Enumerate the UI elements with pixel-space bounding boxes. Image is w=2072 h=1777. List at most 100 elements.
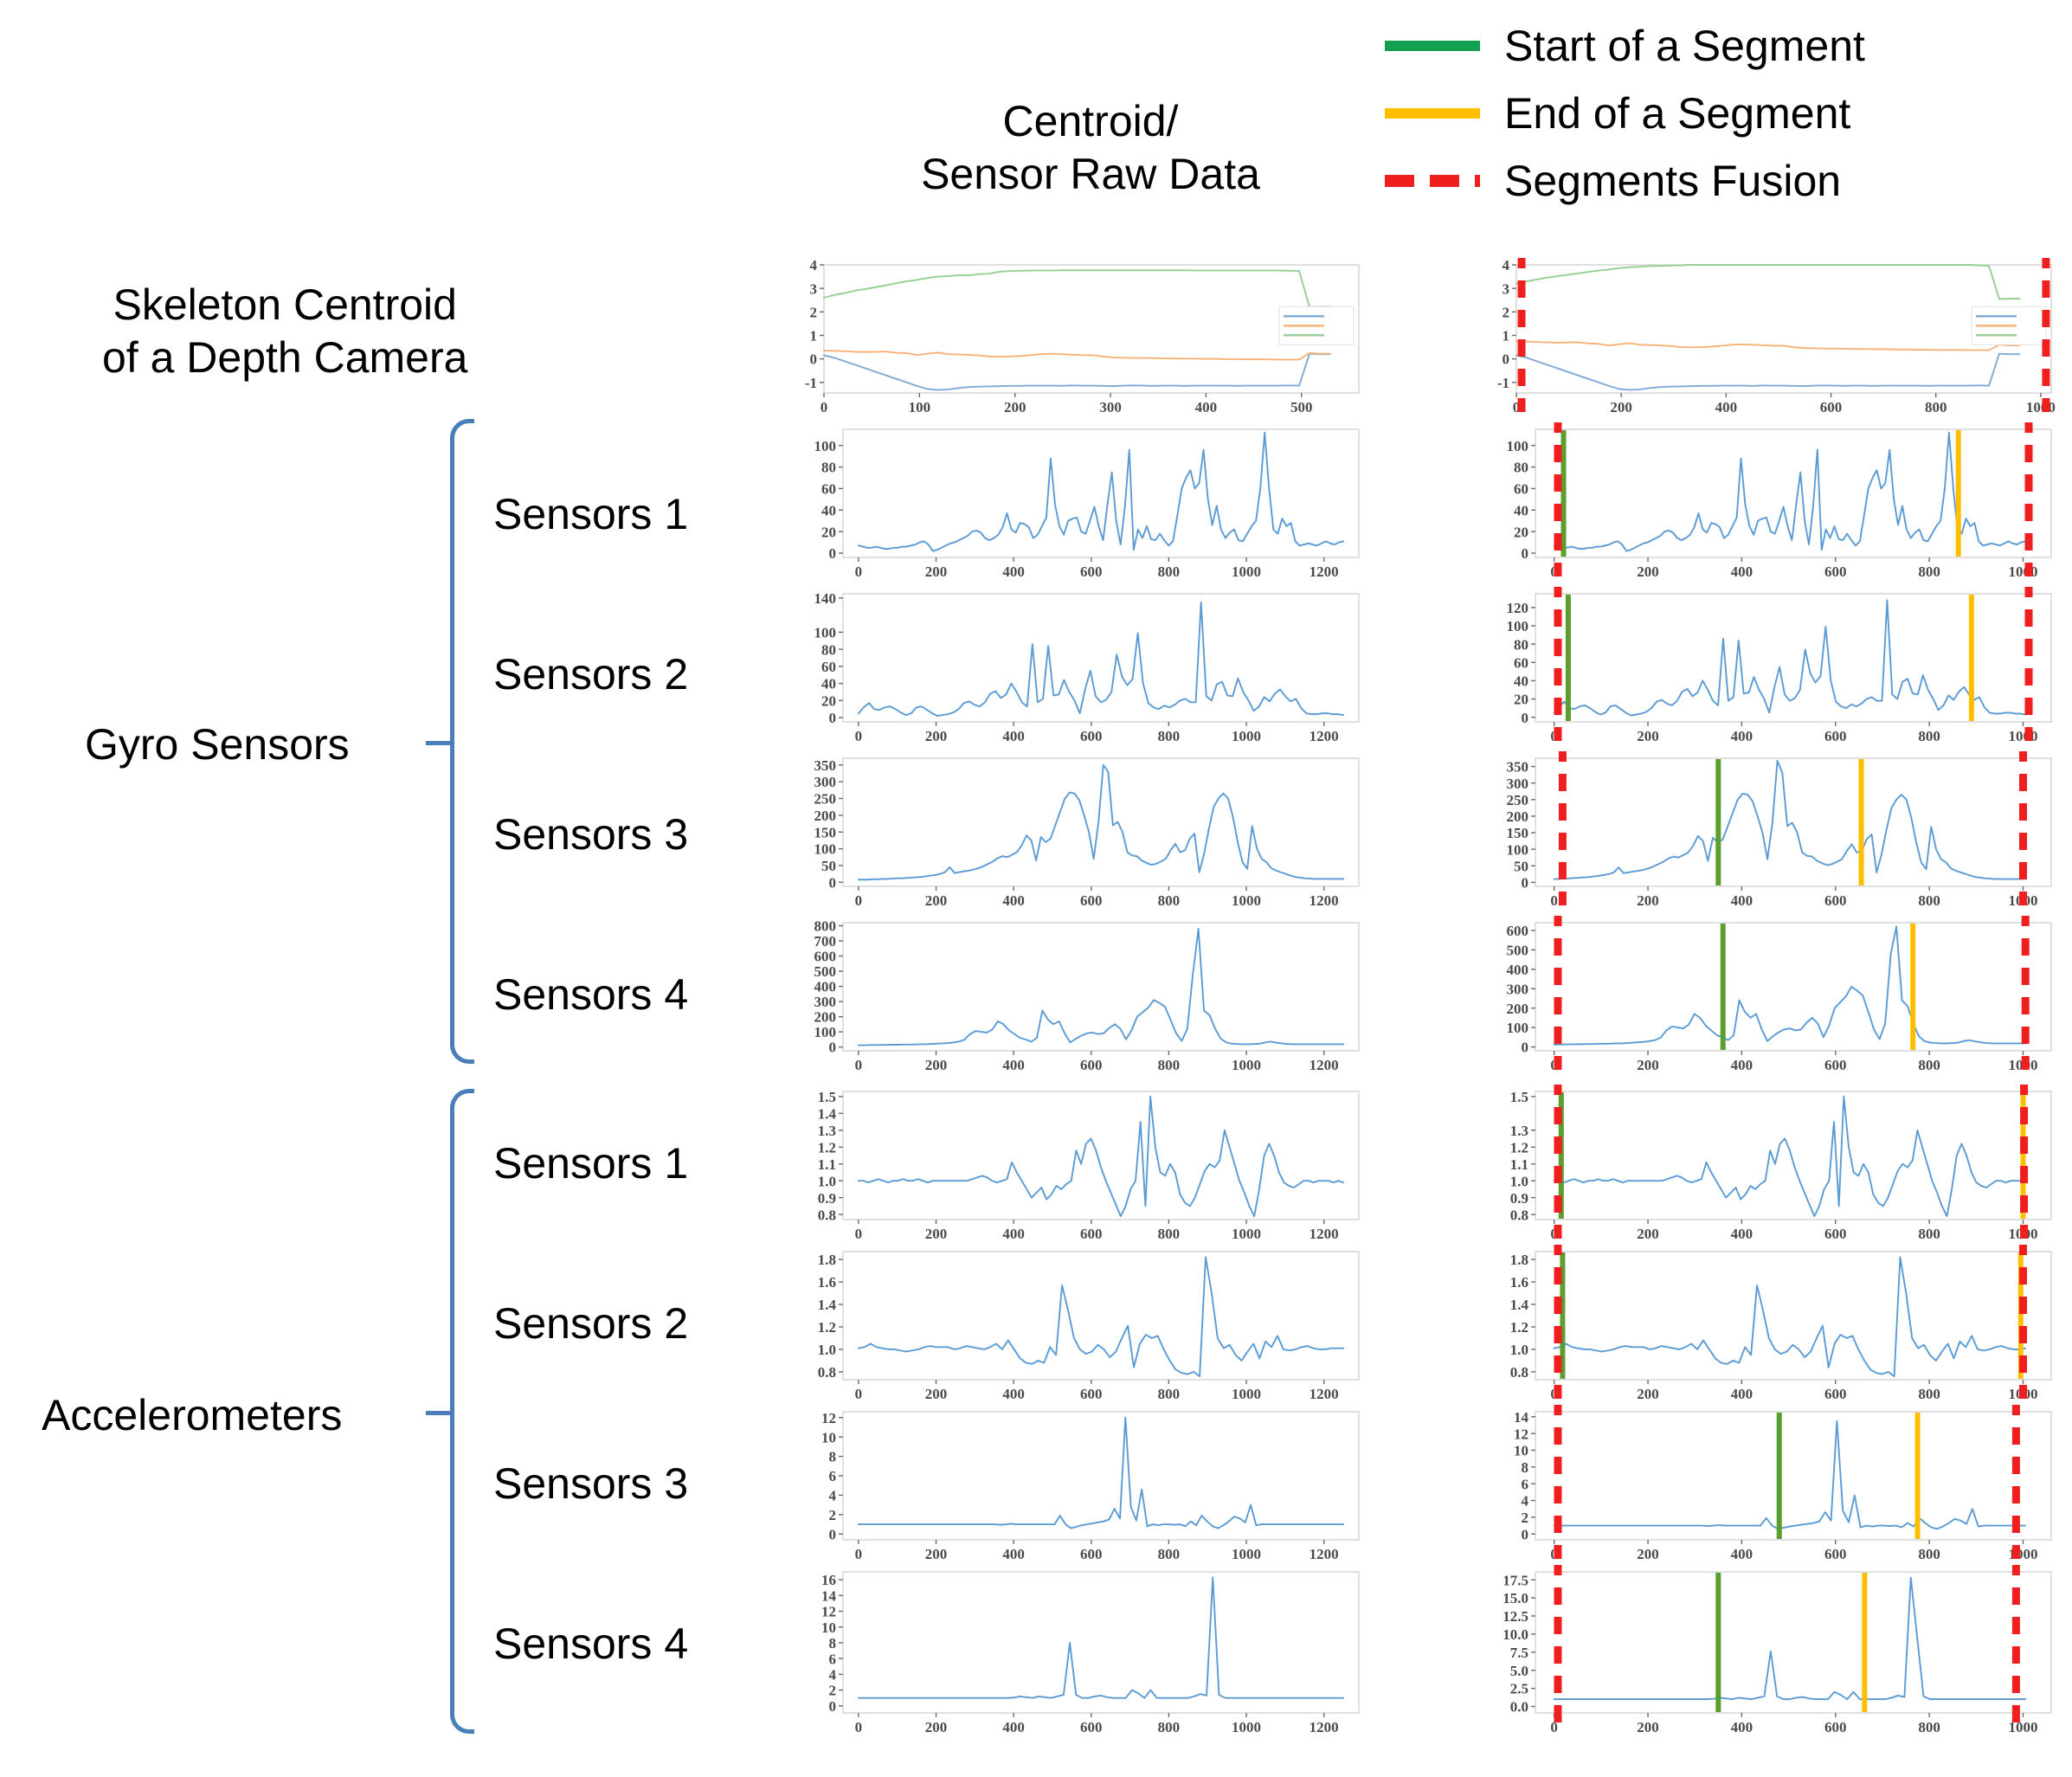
svg-text:250: 250 bbox=[1507, 792, 1529, 808]
svg-text:2: 2 bbox=[829, 1507, 837, 1523]
svg-text:300: 300 bbox=[1507, 776, 1529, 792]
svg-text:1000: 1000 bbox=[1232, 1546, 1261, 1562]
svg-text:350: 350 bbox=[1507, 759, 1529, 776]
svg-text:1.0: 1.0 bbox=[818, 1342, 836, 1358]
svg-text:0: 0 bbox=[855, 1719, 863, 1735]
svg-text:800: 800 bbox=[1918, 892, 1940, 909]
svg-text:20: 20 bbox=[1514, 524, 1528, 540]
svg-text:200: 200 bbox=[1637, 1546, 1659, 1562]
svg-text:1000: 1000 bbox=[1232, 1719, 1261, 1735]
svg-text:4: 4 bbox=[829, 1488, 837, 1504]
svg-text:10.0: 10.0 bbox=[1503, 1626, 1528, 1643]
svg-text:200: 200 bbox=[1507, 808, 1529, 825]
svg-text:0: 0 bbox=[829, 710, 837, 726]
svg-text:0.8: 0.8 bbox=[818, 1207, 836, 1223]
svg-text:14: 14 bbox=[1514, 1409, 1529, 1426]
svg-text:800: 800 bbox=[1158, 728, 1181, 744]
row-label-accel-sensors-3: Sensors 3 bbox=[493, 1459, 689, 1508]
svg-text:-1: -1 bbox=[805, 375, 817, 391]
svg-text:600: 600 bbox=[1824, 892, 1847, 909]
svg-text:600: 600 bbox=[1824, 1719, 1847, 1735]
svg-text:1.3: 1.3 bbox=[818, 1123, 836, 1139]
svg-text:600: 600 bbox=[1820, 399, 1843, 415]
svg-text:400: 400 bbox=[1731, 892, 1753, 909]
legend-label-fusion: Segments Fusion bbox=[1504, 157, 1842, 205]
svg-text:1.0: 1.0 bbox=[818, 1173, 836, 1189]
svg-text:1.2: 1.2 bbox=[1510, 1319, 1528, 1336]
svg-text:0: 0 bbox=[855, 1386, 863, 1402]
svg-text:100: 100 bbox=[1507, 1020, 1529, 1036]
svg-text:100: 100 bbox=[814, 438, 837, 454]
svg-text:0.8: 0.8 bbox=[1510, 1364, 1528, 1381]
svg-text:0: 0 bbox=[855, 728, 863, 744]
svg-text:80: 80 bbox=[821, 460, 836, 476]
svg-text:400: 400 bbox=[1731, 1226, 1753, 1242]
svg-text:400: 400 bbox=[1731, 1057, 1753, 1073]
svg-text:0: 0 bbox=[1550, 1719, 1558, 1735]
svg-text:1000: 1000 bbox=[1232, 1226, 1261, 1242]
plot-accel3-fusion: 0246810121402004006008001000 bbox=[1471, 1405, 2060, 1569]
svg-text:140: 140 bbox=[814, 590, 837, 607]
svg-text:100: 100 bbox=[1507, 841, 1529, 858]
svg-text:2: 2 bbox=[810, 304, 818, 320]
svg-text:200: 200 bbox=[925, 1226, 948, 1242]
svg-text:1.3: 1.3 bbox=[1510, 1123, 1528, 1139]
legend-label-end: End of a Segment bbox=[1504, 89, 1851, 138]
svg-text:0: 0 bbox=[1522, 1526, 1529, 1542]
svg-text:800: 800 bbox=[814, 918, 837, 935]
svg-text:1.2: 1.2 bbox=[1510, 1139, 1528, 1156]
green-line-icon bbox=[1385, 41, 1480, 51]
svg-text:40: 40 bbox=[821, 502, 836, 518]
svg-text:1000: 1000 bbox=[2008, 563, 2037, 580]
column-header-line1: Centroid/ bbox=[1002, 97, 1179, 145]
svg-text:100: 100 bbox=[1507, 618, 1529, 634]
svg-text:4: 4 bbox=[829, 1666, 837, 1683]
svg-text:200: 200 bbox=[814, 1009, 837, 1026]
svg-text:200: 200 bbox=[925, 892, 948, 909]
svg-text:700: 700 bbox=[814, 933, 837, 950]
svg-text:1.8: 1.8 bbox=[818, 1252, 836, 1268]
svg-text:0: 0 bbox=[1513, 399, 1521, 415]
svg-text:1.6: 1.6 bbox=[1510, 1274, 1528, 1291]
svg-text:200: 200 bbox=[925, 563, 948, 580]
svg-text:400: 400 bbox=[1002, 563, 1025, 580]
svg-text:4: 4 bbox=[1522, 1493, 1529, 1510]
svg-text:12: 12 bbox=[821, 1410, 836, 1426]
svg-text:0: 0 bbox=[1503, 351, 1510, 368]
bracket-gyro-group bbox=[450, 419, 474, 1064]
svg-text:100: 100 bbox=[814, 1024, 837, 1040]
svg-text:600: 600 bbox=[1080, 1057, 1103, 1073]
svg-text:120: 120 bbox=[1507, 600, 1529, 616]
svg-text:0.9: 0.9 bbox=[1510, 1190, 1528, 1207]
svg-text:1200: 1200 bbox=[1309, 1719, 1339, 1735]
svg-text:3: 3 bbox=[810, 280, 818, 297]
svg-text:300: 300 bbox=[1099, 399, 1122, 415]
svg-text:0.8: 0.8 bbox=[818, 1364, 836, 1381]
svg-text:200: 200 bbox=[1637, 1386, 1659, 1402]
svg-text:80: 80 bbox=[1514, 460, 1528, 476]
legend-item-start: Start of a Segment bbox=[1385, 12, 2060, 80]
svg-text:-1: -1 bbox=[1497, 375, 1509, 391]
svg-text:40: 40 bbox=[1514, 673, 1528, 690]
svg-text:0: 0 bbox=[829, 1040, 837, 1056]
svg-text:800: 800 bbox=[1925, 399, 1947, 415]
svg-text:600: 600 bbox=[1080, 1386, 1103, 1402]
svg-text:0: 0 bbox=[829, 1526, 837, 1542]
svg-text:1000: 1000 bbox=[1232, 728, 1261, 744]
svg-text:16: 16 bbox=[821, 1572, 836, 1588]
svg-text:1200: 1200 bbox=[1309, 728, 1339, 744]
svg-text:1.1: 1.1 bbox=[818, 1156, 836, 1173]
svg-text:1.4: 1.4 bbox=[818, 1297, 837, 1313]
svg-text:0: 0 bbox=[1522, 710, 1529, 726]
svg-text:400: 400 bbox=[1002, 728, 1025, 744]
svg-text:60: 60 bbox=[1514, 481, 1528, 498]
legend-item-end: End of a Segment bbox=[1385, 80, 2060, 147]
svg-text:40: 40 bbox=[1514, 502, 1528, 518]
svg-text:800: 800 bbox=[1918, 563, 1940, 580]
svg-text:1200: 1200 bbox=[1309, 563, 1339, 580]
bracket-tick-accel bbox=[426, 1411, 450, 1415]
svg-text:12: 12 bbox=[1514, 1426, 1528, 1442]
svg-text:12.5: 12.5 bbox=[1503, 1608, 1528, 1625]
svg-text:1000: 1000 bbox=[2026, 399, 2056, 415]
svg-text:1200: 1200 bbox=[1309, 1386, 1339, 1402]
